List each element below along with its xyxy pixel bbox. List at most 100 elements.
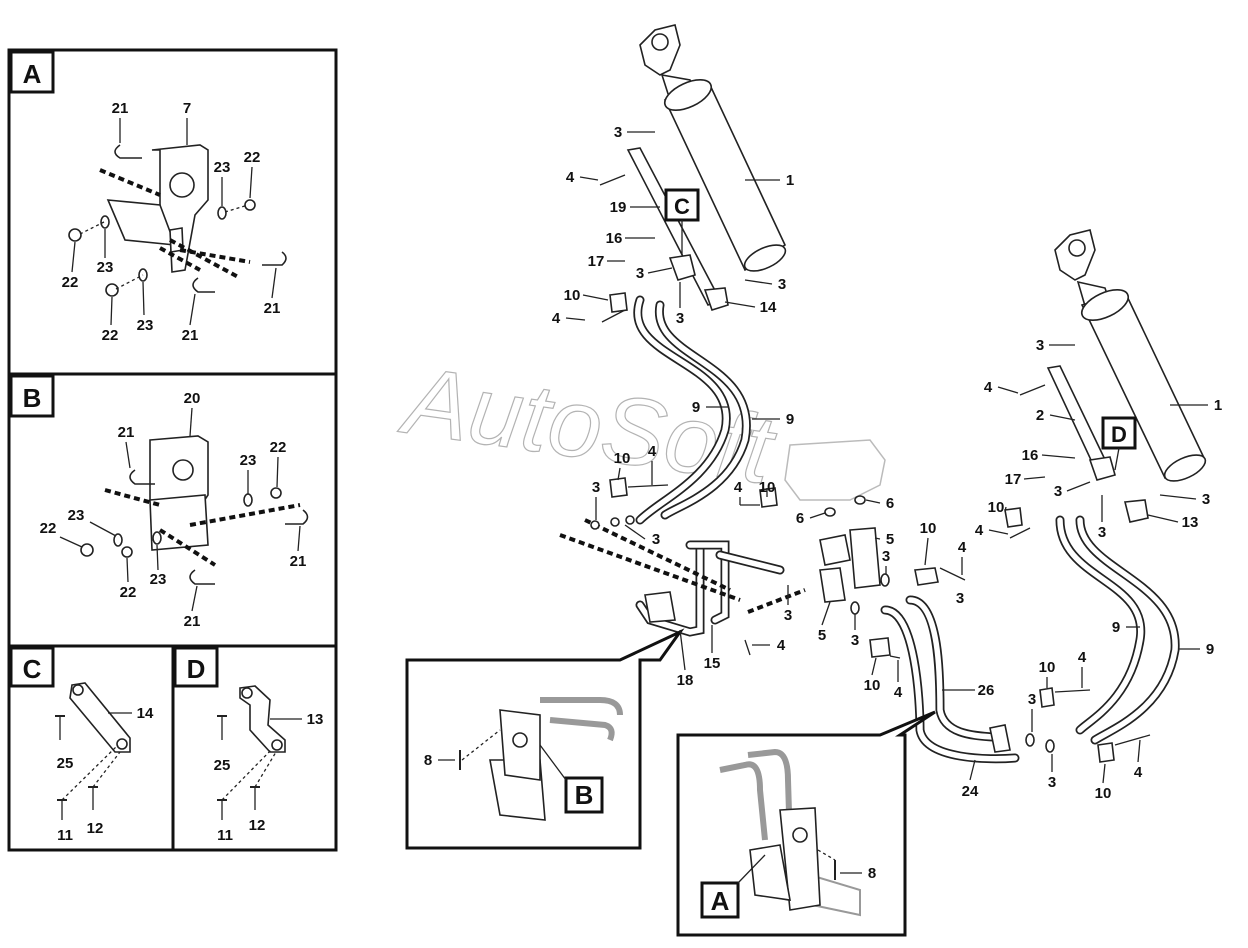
callout-c: C [664,188,700,255]
center-labels: 4 10 3 3 4 10 6 6 5 3 3 3 5 4 18 15 3 10… [592,443,1143,802]
label: 15 [704,655,721,672]
label: 11 [57,827,73,844]
label: 21 [112,100,129,117]
label: 10 [988,499,1005,516]
panel-a: A 21 7 22 [9,50,287,344]
label: 10 [614,450,631,467]
label: 21 [182,327,199,344]
detail-a: A 8 [676,710,936,937]
label: 22 [270,439,287,456]
center-assembly [559,292,1151,763]
label: 9 [692,399,700,416]
label: 4 [734,479,743,496]
label: 5 [886,531,894,548]
label: 2 [1036,407,1044,424]
callout-d: D [1101,416,1137,471]
label: 3 [1098,524,1106,541]
panel-b: B 20 21 22 23 23 22 [9,374,309,630]
label: 4 [566,169,575,186]
label: 23 [214,159,231,176]
label: 9 [1112,619,1120,636]
label: 22 [62,274,79,291]
panel-b-tag: B [23,383,42,413]
label: 23 [137,317,154,334]
label: 14 [137,705,154,722]
label: 10 [920,520,937,537]
panel-c: C 14 25 11 12 [9,646,154,844]
label: 12 [87,820,104,837]
label: 23 [150,571,167,588]
label: 4 [975,522,984,539]
label: 4 [777,637,786,654]
label: 4 [648,443,657,460]
label: 21 [118,424,135,441]
callout-d-tag: D [1111,422,1127,447]
label: 14 [760,299,777,316]
callout-c-tag: C [674,194,690,219]
label: 13 [1182,514,1199,531]
label: 24 [962,783,979,800]
panel-d-tag: D [187,654,206,684]
label: 6 [796,510,804,527]
label: 3 [1036,337,1044,354]
label: 20 [184,390,201,407]
label: 4 [894,684,903,701]
label: 8 [424,752,432,769]
hose-labels: 9 9 9 9 26 24 [692,399,1214,800]
label: 3 [636,265,644,282]
label: 19 [610,199,627,216]
label: 16 [1022,447,1039,464]
label: 10 [1095,785,1112,802]
left-cylinder-labels: 3 1 4 19 16 17 3 3 14 10 4 3 [552,124,794,327]
label: 4 [958,539,967,556]
label: 4 [984,379,993,396]
label: 4 [1078,649,1087,666]
right-cylinder [1009,229,1207,539]
label: 23 [68,507,85,524]
label: 16 [606,230,623,247]
label: 25 [214,757,231,774]
label: 10 [864,677,881,694]
label: 3 [778,276,786,293]
label: 12 [249,817,266,834]
label: 10 [1039,659,1056,676]
label: 4 [1134,764,1143,781]
left-cylinder [599,24,787,323]
label: 4 [552,310,561,327]
label: 21 [184,613,201,630]
label: 6 [886,495,894,512]
detail-b-tag: B [575,780,594,810]
right-cylinder-labels: 3 1 4 2 16 17 3 3 13 10 4 3 [975,337,1222,541]
label: 11 [217,827,233,844]
label: 18 [677,672,694,689]
panel-d: D 13 25 11 12 [173,646,323,844]
label: 7 [183,100,191,117]
label: 3 [1028,691,1036,708]
label: 5 [818,627,826,644]
panel-c-tag: C [23,654,42,684]
label: 22 [102,327,119,344]
label: 3 [882,548,890,565]
panel-a-tag: A [23,59,42,89]
label: 26 [978,682,995,699]
label: 21 [264,300,281,317]
label: 3 [956,590,964,607]
label: 3 [652,531,660,548]
label: 9 [786,411,794,428]
label: 3 [676,310,684,327]
detail-a-tag: A [711,886,730,916]
label: 3 [592,479,600,496]
label: 3 [1054,483,1062,500]
label: 25 [57,755,74,772]
label: 17 [588,253,605,270]
label: 3 [1048,774,1056,791]
label: 10 [759,479,776,496]
label: 1 [1214,397,1222,414]
label: 9 [1206,641,1214,658]
label: 23 [97,259,114,276]
label: 10 [564,287,581,304]
label: 21 [290,553,307,570]
inset-panels: A 21 7 22 [7,48,338,852]
label: 22 [120,584,137,601]
hoses [633,295,1180,764]
